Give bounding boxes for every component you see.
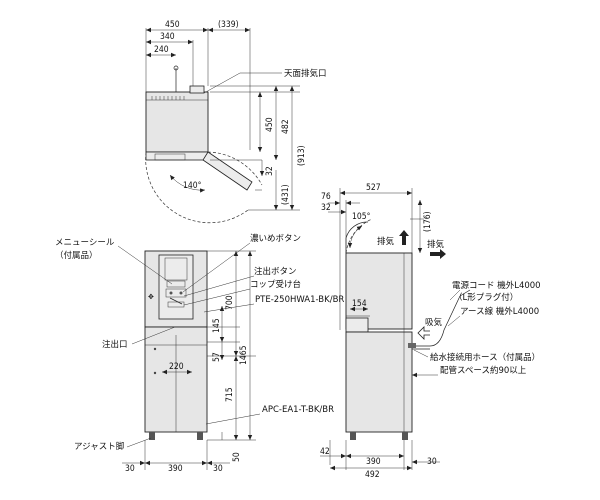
water-hose — [412, 295, 461, 347]
dim-700: 700 — [225, 295, 235, 310]
dim-42: 42 — [320, 447, 330, 457]
dim-154: 154 — [352, 299, 367, 309]
top-exhaust-vents — [151, 96, 185, 100]
label-model-upper: PTE-250HWA1-BK/BR — [255, 295, 344, 305]
cup-stand — [167, 301, 185, 308]
side-lower-unit — [345, 331, 413, 433]
label-top-exhaust: 天面排気口 — [284, 68, 327, 79]
top-view-body — [145, 91, 209, 153]
dim-527: 527 — [366, 183, 381, 193]
dim-176: (176) — [423, 211, 433, 232]
label-water-hose: 給水接続用ホース（付属品） — [430, 352, 540, 363]
top-view-open-door — [202, 151, 253, 191]
label-menu-seal: メニューシール — [55, 238, 115, 248]
intake-arrow — [417, 326, 430, 340]
label-intake: 吸気 — [425, 317, 443, 328]
dim-220: 220 — [169, 362, 184, 372]
strong-button — [165, 288, 187, 298]
label-cup-stand: コップ受け台 — [250, 279, 301, 290]
dim-240: 240 — [154, 45, 169, 55]
dim-390-front: 390 — [168, 464, 183, 474]
dim-450-depth: 450 — [265, 117, 275, 132]
side-spout-area — [345, 317, 369, 333]
dim-angle-105: 105° — [352, 212, 371, 222]
label-earth-wire: アース線 機外L4000 — [460, 306, 539, 317]
side-view: 105° 527 76 32 (176) 排気 排気 154 電源コード 機外L… — [320, 183, 541, 480]
dim-30-side: 30 — [427, 457, 437, 467]
dim-30-right: 30 — [213, 464, 223, 474]
label-exhaust-2: 排気 — [427, 239, 445, 250]
label-model-lower: APC-EA1-T-BK/BR — [262, 405, 334, 415]
label-strong-button: 濃いめボタン — [250, 233, 301, 244]
dim-492: 492 — [365, 470, 380, 480]
dim-57: 57 — [212, 352, 222, 362]
label-plug-note: （L形プラグ付） — [454, 292, 518, 303]
dim-390-side: 390 — [366, 457, 381, 467]
dim-76: 76 — [321, 192, 331, 202]
dim-1465: 1465 — [239, 345, 249, 365]
label-exhaust-1: 排気 — [377, 236, 395, 247]
top-view: 140° 450 (339) 340 240 天面排気口 450 482 (91… — [145, 20, 327, 224]
dim-450-width: 450 — [165, 20, 180, 30]
dim-32-side: 32 — [321, 203, 331, 213]
dim-913: (913) — [297, 145, 307, 166]
label-pour-button: 注出ボタン — [254, 266, 297, 277]
adjust-foot-right — [197, 432, 203, 440]
svg-text:✥: ✥ — [148, 293, 154, 301]
dim-145: 145 — [212, 318, 222, 333]
side-upper-unit — [345, 252, 413, 330]
label-pipe-space: 配管スペース約90以上 — [440, 365, 527, 376]
door-swing-arc — [145, 151, 249, 224]
dim-angle-140: 140° — [183, 181, 202, 191]
adjust-foot-left — [149, 432, 155, 440]
dim-482: 482 — [281, 119, 291, 134]
label-power-cord: 電源コード 機外L4000 — [452, 280, 541, 291]
dim-715: 715 — [225, 387, 235, 402]
dim-32: 32 — [265, 166, 275, 176]
dim-339: (339) — [218, 20, 239, 30]
menu-seal — [166, 280, 186, 288]
front-view: ✥ メニューシール （付属品） 濃いめボタン 注出ボタン コップ受け台 PTE-… — [55, 233, 344, 474]
exhaust-right-arrow — [430, 249, 446, 259]
exhaust-up-arrow — [399, 230, 409, 245]
dim-431: (431) — [281, 184, 291, 205]
dim-340: 340 — [160, 32, 175, 42]
label-menu-seal-note: （付属品） — [55, 250, 98, 261]
dim-30-left: 30 — [125, 464, 135, 474]
label-spout: 注出口 — [102, 339, 128, 350]
dim-50: 50 — [232, 452, 242, 462]
label-adjust-foot: アジャスト脚 — [74, 441, 124, 452]
